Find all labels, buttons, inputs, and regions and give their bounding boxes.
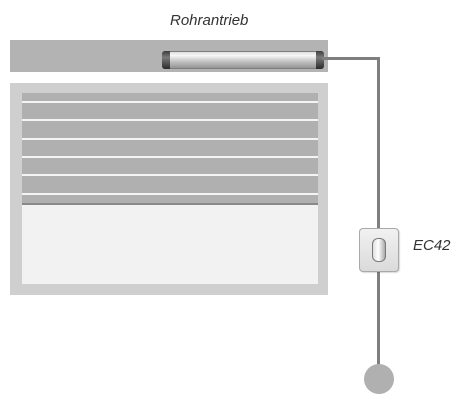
shutter-slat-divider — [22, 156, 318, 158]
shutter-slat-divider — [22, 138, 318, 140]
cable-to-power — [377, 272, 380, 368]
tubular-motor — [162, 51, 324, 69]
wall-switch — [359, 228, 399, 272]
switch-label: EC42 — [413, 237, 451, 254]
shutter-slat-divider — [22, 119, 318, 121]
window-glass — [22, 205, 318, 284]
motor-label: Rohrantrieb — [170, 12, 249, 29]
shutter-slat-divider — [22, 193, 318, 195]
shutter-bottom-rail — [22, 203, 318, 205]
shutter-slat-divider — [22, 101, 318, 103]
power-connection-icon — [364, 364, 394, 394]
motor-end-cap-left — [162, 51, 170, 69]
cable-to-switch — [377, 57, 380, 228]
roller-shutter — [22, 93, 318, 205]
motor-end-cap-right — [316, 51, 324, 69]
switch-rocker — [372, 238, 386, 262]
cable-horizontal — [322, 57, 380, 60]
shutter-slat-divider — [22, 174, 318, 176]
